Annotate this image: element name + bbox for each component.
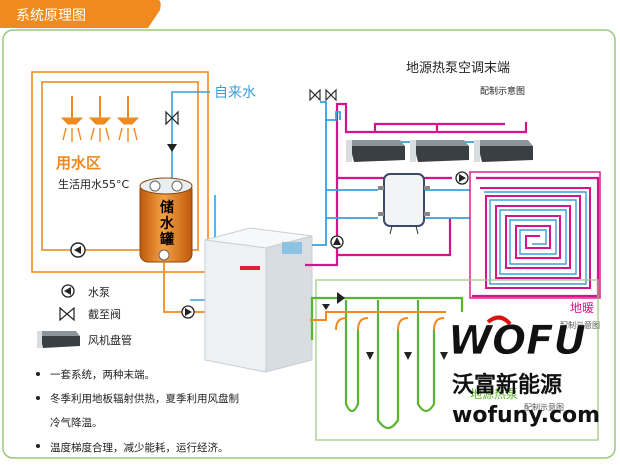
legend-fan-coil-icon — [37, 331, 80, 348]
floor-heating-room — [469, 171, 601, 299]
brand-watermark: WOFU 沃富新能源 wofuny.com — [448, 315, 600, 428]
tank-char-3: 罐 — [159, 231, 174, 248]
floor-heating-pump-icon — [455, 171, 469, 185]
tank-char-1: 储 — [159, 199, 174, 216]
note-2-line-1: 冬季利用地板辐射供热，夏季利用风盘制 — [50, 392, 239, 405]
domestic-water-label: 生活用水55°C — [58, 177, 129, 191]
distributor-tank — [378, 173, 430, 235]
ground-source-label: 地源热泵 — [470, 387, 518, 401]
flow-arrow — [167, 144, 177, 152]
legend-pump-label: 水泵 — [88, 286, 110, 299]
floor-heating-sub: 配制示意图 — [560, 320, 600, 330]
tap-water-valve-icon — [165, 110, 179, 126]
floor-heating-return — [484, 191, 587, 285]
tank-loop-pump-icon — [181, 305, 195, 319]
note-3: 温度梯度合理，减少能耗，运行经济。 — [50, 441, 229, 454]
legend-pump-icon — [61, 284, 75, 298]
heat-pump-unit — [204, 227, 313, 373]
ground-flow-arrows — [322, 292, 448, 360]
terminal-pump-icon — [330, 235, 344, 249]
floor-heating-coil — [480, 187, 591, 289]
tank-loop-pipe — [163, 262, 212, 313]
terminal-valve-icon — [309, 88, 337, 102]
header-tab: 系统原理图 — [0, 0, 161, 28]
ground-source-frame — [315, 279, 599, 441]
note-2-line-2: 冷气降温。 — [50, 416, 103, 429]
ground-return-pipes — [310, 311, 446, 331]
terminal-subtitle: 配制示意图 — [480, 85, 525, 97]
watermark-brand: WOFU — [448, 318, 586, 364]
watermark-company: 沃富新能源 — [452, 372, 562, 398]
fan-coil-icon — [346, 140, 405, 162]
watermark-url: wofuny.com — [452, 403, 600, 428]
water-area-inner-pipe — [41, 81, 199, 251]
tap-water-label: 自来水 — [214, 85, 256, 101]
floor-heating-label: 地暖 — [570, 301, 594, 315]
water-area-outline — [31, 71, 209, 273]
storage-tank — [139, 177, 193, 263]
legend-fan-coil-label: 风机盘管 — [88, 333, 132, 347]
fan-coil-icon — [474, 140, 533, 162]
water-area-pump-icon — [70, 242, 86, 258]
note-1: 一套系统，两种末端。 — [50, 368, 155, 381]
brand-swoosh — [486, 315, 512, 326]
tank-char-2: 水 — [160, 215, 175, 232]
fan-coil-icon — [410, 140, 469, 162]
ground-source-sub: 配制示意图 — [524, 402, 564, 412]
terminal-title: 地源热泵空调末端 — [406, 61, 510, 76]
water-area-label: 用水区 — [56, 154, 101, 172]
fan-coil-units — [346, 140, 533, 162]
legend-valve-icon — [59, 306, 75, 322]
notes: 一套系统，两种末端。 冬季利用地板辐射供热，夏季利用风盘制 冷气降温。 温度梯度… — [36, 368, 239, 454]
shower-heads — [60, 96, 140, 142]
legend: 水泵 截至阀 风机盘管 — [37, 284, 132, 348]
header-title: 系统原理图 — [16, 8, 86, 24]
legend-valve-label: 截至阀 — [88, 307, 121, 321]
